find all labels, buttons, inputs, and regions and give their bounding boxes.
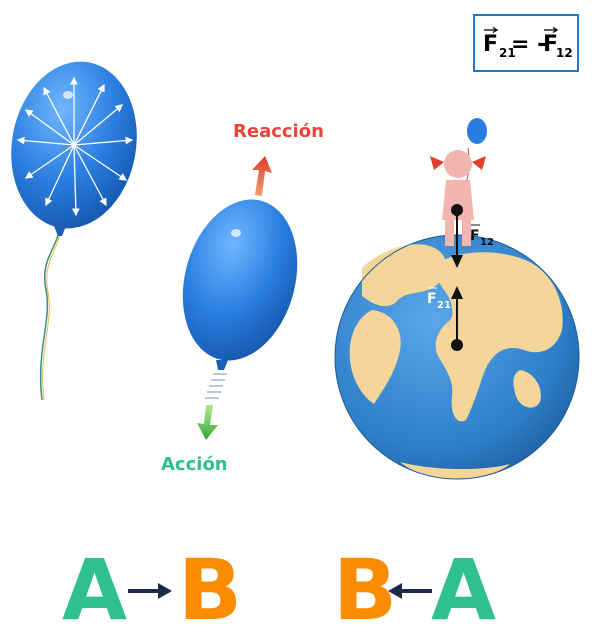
formula-right-sub: 12 xyxy=(556,46,573,60)
air-jet-icon xyxy=(205,373,227,399)
pressure-arrows xyxy=(16,76,134,217)
formula-eq: = - xyxy=(511,32,546,57)
earth-center-point xyxy=(451,339,463,351)
releasing-balloon: Reacción Acción xyxy=(161,121,324,475)
force-f12-head xyxy=(451,255,463,268)
girl-dress xyxy=(442,180,474,220)
letter-a-left: A xyxy=(62,541,127,638)
f21-label-F: F xyxy=(427,291,437,307)
girl-head xyxy=(444,150,472,178)
action-label: Acción xyxy=(161,454,228,475)
balloon-nozzle xyxy=(216,360,228,370)
force-vectors: F 12 F 21 xyxy=(427,204,494,351)
f21-label-sub: 21 xyxy=(437,300,451,311)
action-arrow-icon xyxy=(197,405,218,440)
formula-left-sub: 21 xyxy=(499,46,516,60)
formula-border xyxy=(473,14,579,72)
small-balloon-icon xyxy=(467,118,487,144)
balloon-body-2 xyxy=(182,199,298,361)
formula-right-F: F xyxy=(543,32,558,57)
bottom-right-pair: B A xyxy=(333,541,496,638)
inflated-balloon xyxy=(11,61,137,401)
force-f21-head xyxy=(451,286,463,299)
formula-box: F 21 = - F 12 xyxy=(473,14,579,72)
letter-b-left: B xyxy=(178,541,242,638)
balloon-knot xyxy=(54,226,66,236)
earth-globe xyxy=(334,234,580,480)
formula-left-F: F xyxy=(483,32,498,57)
letter-b-right: B xyxy=(333,541,397,638)
bottom-left-pair: A B xyxy=(62,541,242,638)
reaction-label: Reacción xyxy=(233,121,324,142)
f12-label-F: F xyxy=(470,228,480,244)
girl-point xyxy=(451,204,463,216)
f12-label-sub: 12 xyxy=(480,237,494,248)
balloon-string xyxy=(39,227,61,401)
letter-a-right: A xyxy=(431,541,496,638)
girl-figure xyxy=(430,118,487,246)
reaction-arrow-icon xyxy=(252,156,272,196)
vector-arrow-icon xyxy=(484,26,559,34)
